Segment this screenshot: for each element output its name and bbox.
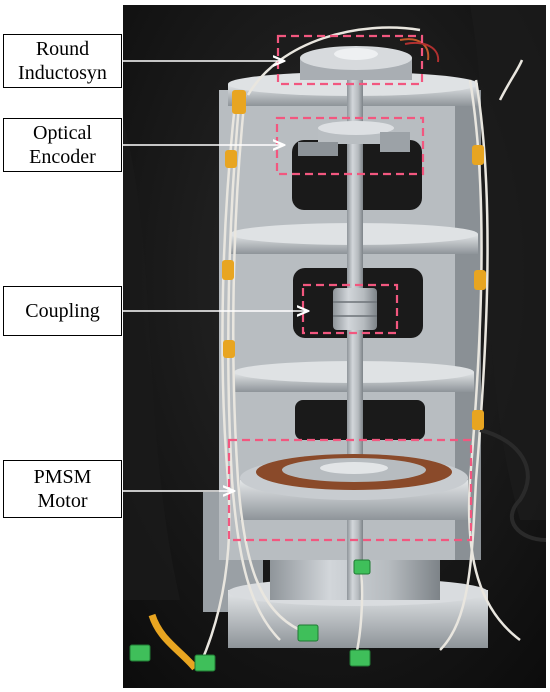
label-optical-encoder: Optical Encoder (3, 118, 122, 172)
label-round-inductosyn: Round Inductosyn (3, 34, 122, 88)
label-coupling-line1: Coupling (25, 300, 100, 322)
yellow-tape (148, 90, 486, 671)
background-cloth-fold (123, 120, 180, 600)
highlight-pmsm-motor (227, 438, 473, 542)
label-pmsm-motor-line1: PMSM (33, 466, 92, 488)
label-pmsm-motor: PMSM Motor (3, 460, 122, 518)
label-round-inductosyn-line1: Round (35, 38, 90, 60)
label-pmsm-motor-line2: Motor (37, 490, 88, 512)
pmsm-motor-part (240, 454, 468, 520)
highlight-optical-encoder (275, 116, 425, 176)
test-rig-photo (123, 5, 546, 688)
label-round-inductosyn-line2: Inductosyn (18, 62, 107, 84)
background-cloth-fold (470, 5, 546, 520)
round-inductosyn-part (300, 38, 440, 80)
label-optical-encoder-line2: Encoder (29, 146, 96, 168)
dark-cable (479, 428, 546, 542)
label-optical-encoder-line1: Optical (33, 122, 92, 144)
optical-encoder-part (298, 121, 410, 156)
highlight-round-inductosyn (276, 34, 424, 86)
green-connector (129, 559, 371, 672)
cable-bundle (198, 26, 524, 666)
label-coupling: Coupling (3, 286, 122, 336)
coupling-part (333, 288, 377, 330)
